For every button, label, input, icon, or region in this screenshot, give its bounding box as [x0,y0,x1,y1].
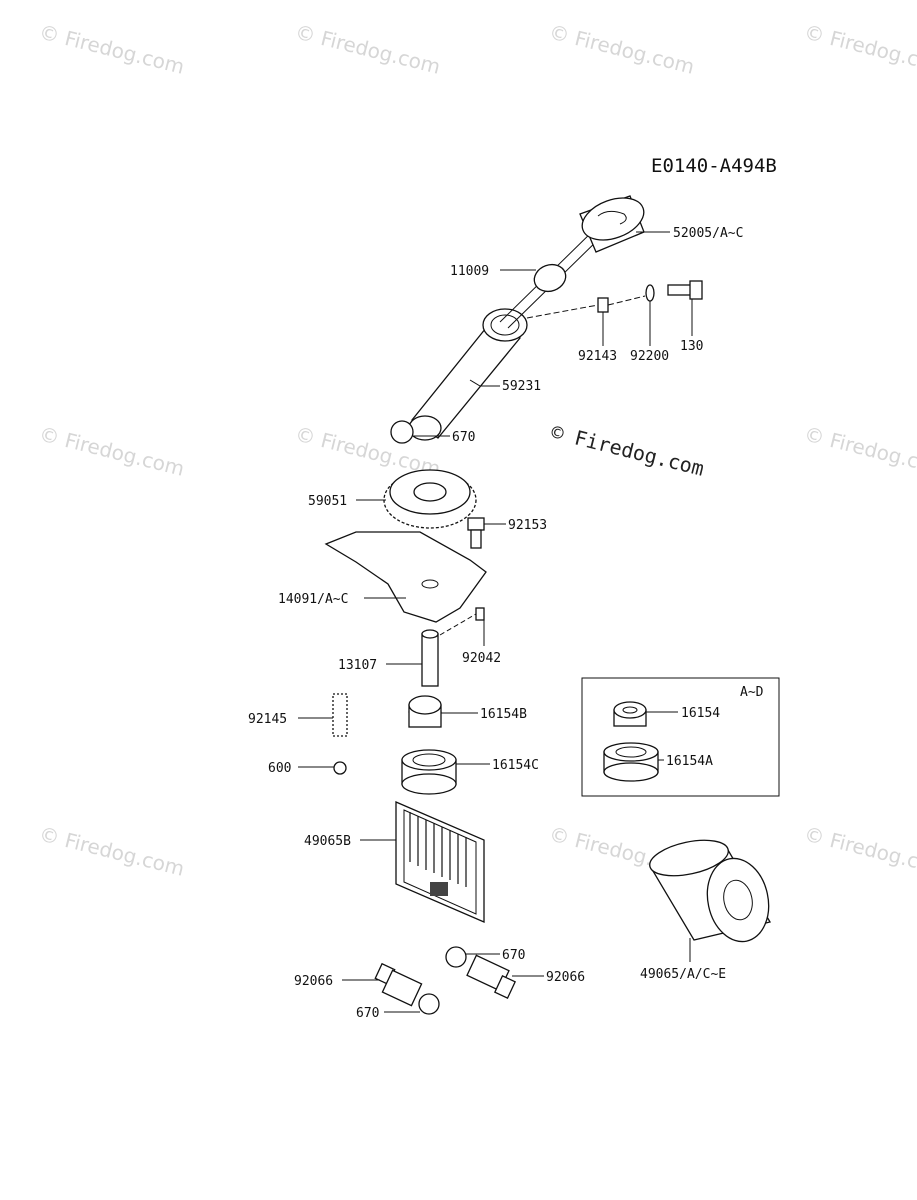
assembly-line [526,304,599,319]
oil-filter-49065 [648,839,772,943]
label-16154B: 16154B [480,707,527,722]
label-130: 130 [680,339,703,354]
watermark: © Firedog.com [802,822,917,881]
label-92200: 92200 [630,349,669,364]
assembly-line [607,295,646,306]
label-670-bottom: 670 [356,1006,379,1021]
dipstick-cap [579,195,645,253]
inset-box-label: A~D [740,685,764,700]
watermarks: © Firedog.com © Firedog.com © Firedog.co… [37,20,917,881]
watermark: © Firedog.com [37,822,187,881]
label-92145: 92145 [248,712,287,727]
bolt-92153 [467,517,485,549]
spring-92145 [332,693,348,737]
pin-92042 [439,607,485,636]
label-92143: 92143 [578,349,617,364]
label-600: 600 [268,761,291,776]
watermark: © Firedog.com [293,20,443,79]
label-670-top: 670 [452,430,475,445]
label-49065B: 49065B [304,834,351,849]
label-92066-left: 92066 [294,974,333,989]
label-92153: 92153 [508,518,547,533]
fitting-92066-right [466,954,517,999]
oring-670-bottom [418,993,440,1015]
label-16154C: 16154C [492,758,539,773]
dipstick-tube [408,308,528,441]
label-92042: 92042 [462,651,501,666]
inset-rotor-16154 [613,701,647,727]
watermark: © Firedog.com [802,422,917,481]
plate-hole [421,579,439,589]
watermark: © Firedog.com [802,20,917,79]
bolt-130 [667,280,703,300]
label-59231: 59231 [502,379,541,394]
plate-14091 [324,531,487,623]
label-16154A: 16154A [666,754,713,769]
rotor-16154C [401,749,457,795]
oring-670-mid [445,946,467,968]
watermark: © Firedog.com [37,422,187,481]
gear-59051 [383,469,477,529]
label-49065: 49065/A/C~E [640,967,726,982]
watermark: © Firedog.com [547,20,697,79]
diagram-code: E0140-A494B [651,155,777,177]
shaft-13107 [421,629,439,687]
inset-box [581,677,780,797]
inset-rotor-16154A [603,742,659,782]
collar-92143 [597,297,609,313]
label-13107: 13107 [338,658,377,673]
washer-92200 [645,284,655,302]
leader [469,379,500,387]
ball-600 [333,761,347,775]
label-92066-right: 92066 [546,970,585,985]
oring-11009 [533,263,567,293]
label-14091: 14091/A~C [278,592,348,607]
oring-670-top [390,420,414,444]
screen-49065B [395,801,485,923]
watermark-center: © Firedog.com [549,420,707,481]
watermark: © Firedog.com [37,20,187,79]
label-11009: 11009 [450,264,489,279]
label-16154: 16154 [681,706,720,721]
label-52005: 52005/A~C [673,226,743,241]
fitting-92066-left [374,962,423,1007]
rotor-16154B [408,695,442,728]
label-670-mid: 670 [502,948,525,963]
label-59051: 59051 [308,494,347,509]
